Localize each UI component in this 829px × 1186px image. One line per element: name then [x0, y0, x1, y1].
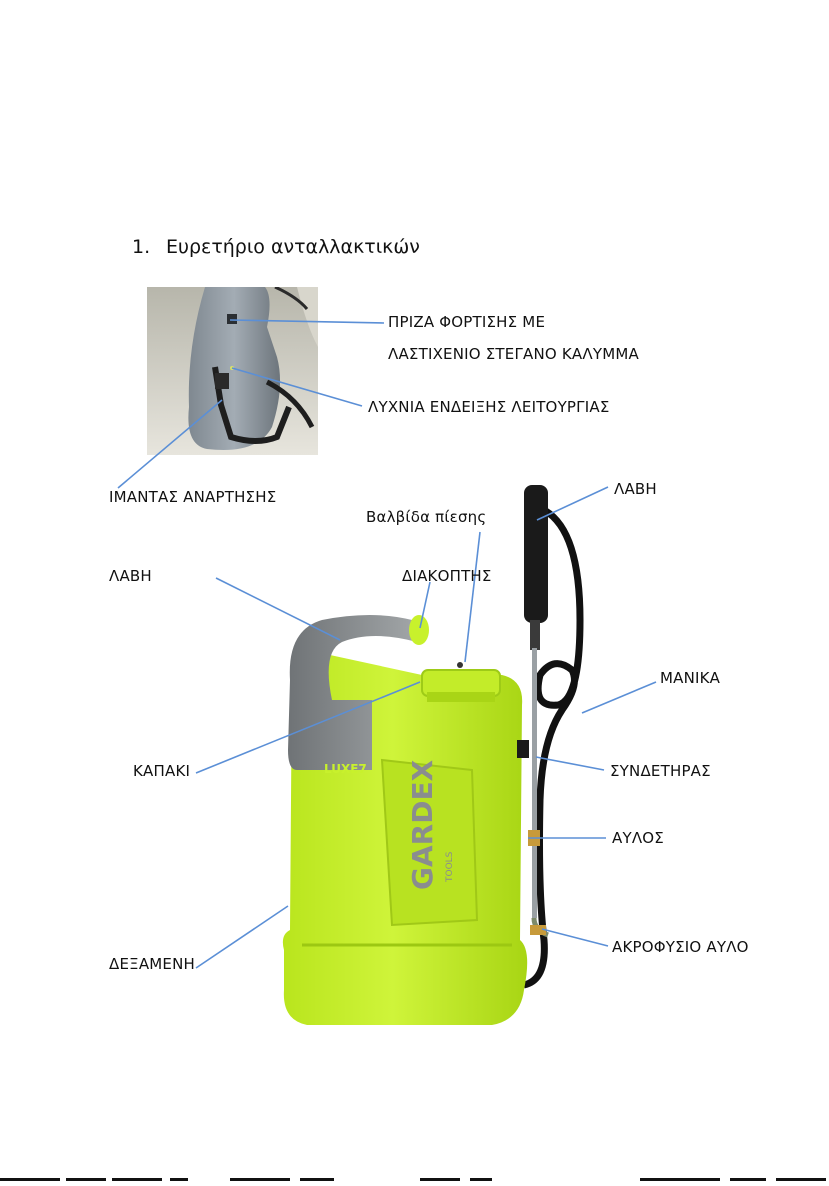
label-nozzle: ΑΚΡΟΦΥΣΙΟ ΑΥΛΟ [612, 938, 749, 956]
label-switch: ΔΙΑΚΟΠΤΗΣ [402, 567, 492, 585]
clipped-text-strip [0, 1176, 829, 1186]
label-clip: ΣΥΝΔΕΤΗΡΑΣ [610, 762, 711, 780]
label-strap: ΙΜΑΝΤΑΣ ΑΝΑΡΤΗΣΗΣ [109, 488, 276, 506]
label-handle-left: ΛΑΒΗ [109, 567, 152, 585]
label-pressure-valve: Βαλβίδα πίεσης [366, 508, 486, 526]
label-cap: ΚΑΠΑΚΙ [133, 762, 190, 780]
label-tank: ΔΕΞΑΜΕΝΗ [109, 955, 195, 973]
label-handle-right: ΛΑΒΗ [614, 480, 657, 498]
label-hose: ΜΑΝΙΚΑ [660, 669, 720, 687]
label-lance: ΑΥΛΟΣ [612, 829, 664, 847]
label-indicator-lamp: ΛΥΧΝΙΑ ΕΝΔΕΙΞΗΣ ΛΕΙΤΟΥΡΓΙΑΣ [368, 398, 610, 416]
label-charging-socket-line2: ΛΑΣΤΙΧΕΝΙΟ ΣΤΕΓΑΝΟ ΚΑΛΥΜΜΑ [388, 345, 639, 363]
label-charging-socket-line1: ΠΡΙΖΑ ΦΟΡΤΙΣΗΣ ΜΕ [388, 313, 545, 331]
